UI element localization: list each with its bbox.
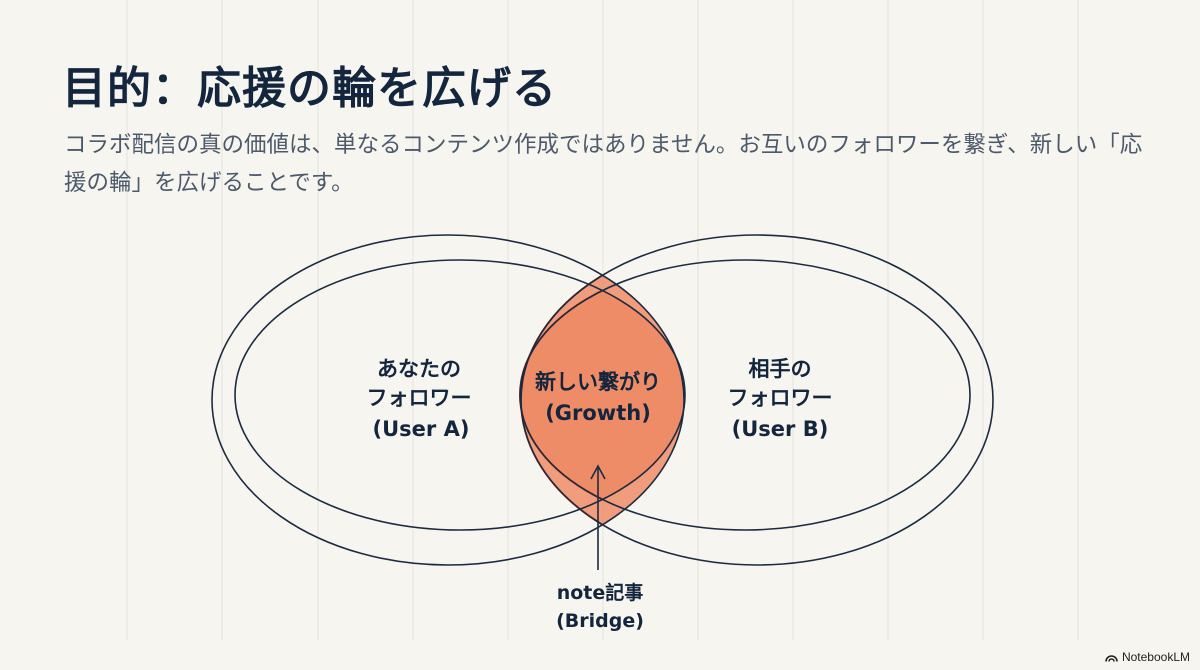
left-circle-label-line2: フォロワー (367, 386, 472, 410)
left-circle-label-line1: あなたの (377, 357, 461, 381)
page-title: 目的：応援の輪を広げる (62, 63, 557, 114)
left-circle-label-line3: (User A) (373, 417, 470, 441)
bridge-arrow (590, 464, 606, 570)
brand-label: NotebookLM (1121, 650, 1190, 664)
page-subtitle: コラボ配信の真の価値は、単なるコンテンツ作成ではありません。お互いのフォロワーを… (64, 132, 1143, 196)
left-circle-inner (234, 259, 686, 531)
overlap-label-line1: 新しい繋がり (535, 370, 661, 394)
overlap-label-line2: (Growth) (545, 401, 651, 425)
left-circle-outer (211, 234, 685, 566)
right-circle-inner (519, 259, 971, 531)
bridge-label-line1: note記事 (557, 581, 644, 604)
right-circle-outer (520, 234, 994, 566)
right-circle-label-line3: (User B) (732, 417, 829, 441)
notebooklm-badge: NotebookLM (1105, 650, 1190, 664)
right-circle-label-line2: フォロワー (728, 386, 833, 410)
notebooklm-logo-icon (1105, 654, 1118, 662)
bridge-label-line2: (Bridge) (556, 610, 644, 632)
right-circle-label-line1: 相手の (749, 357, 812, 381)
